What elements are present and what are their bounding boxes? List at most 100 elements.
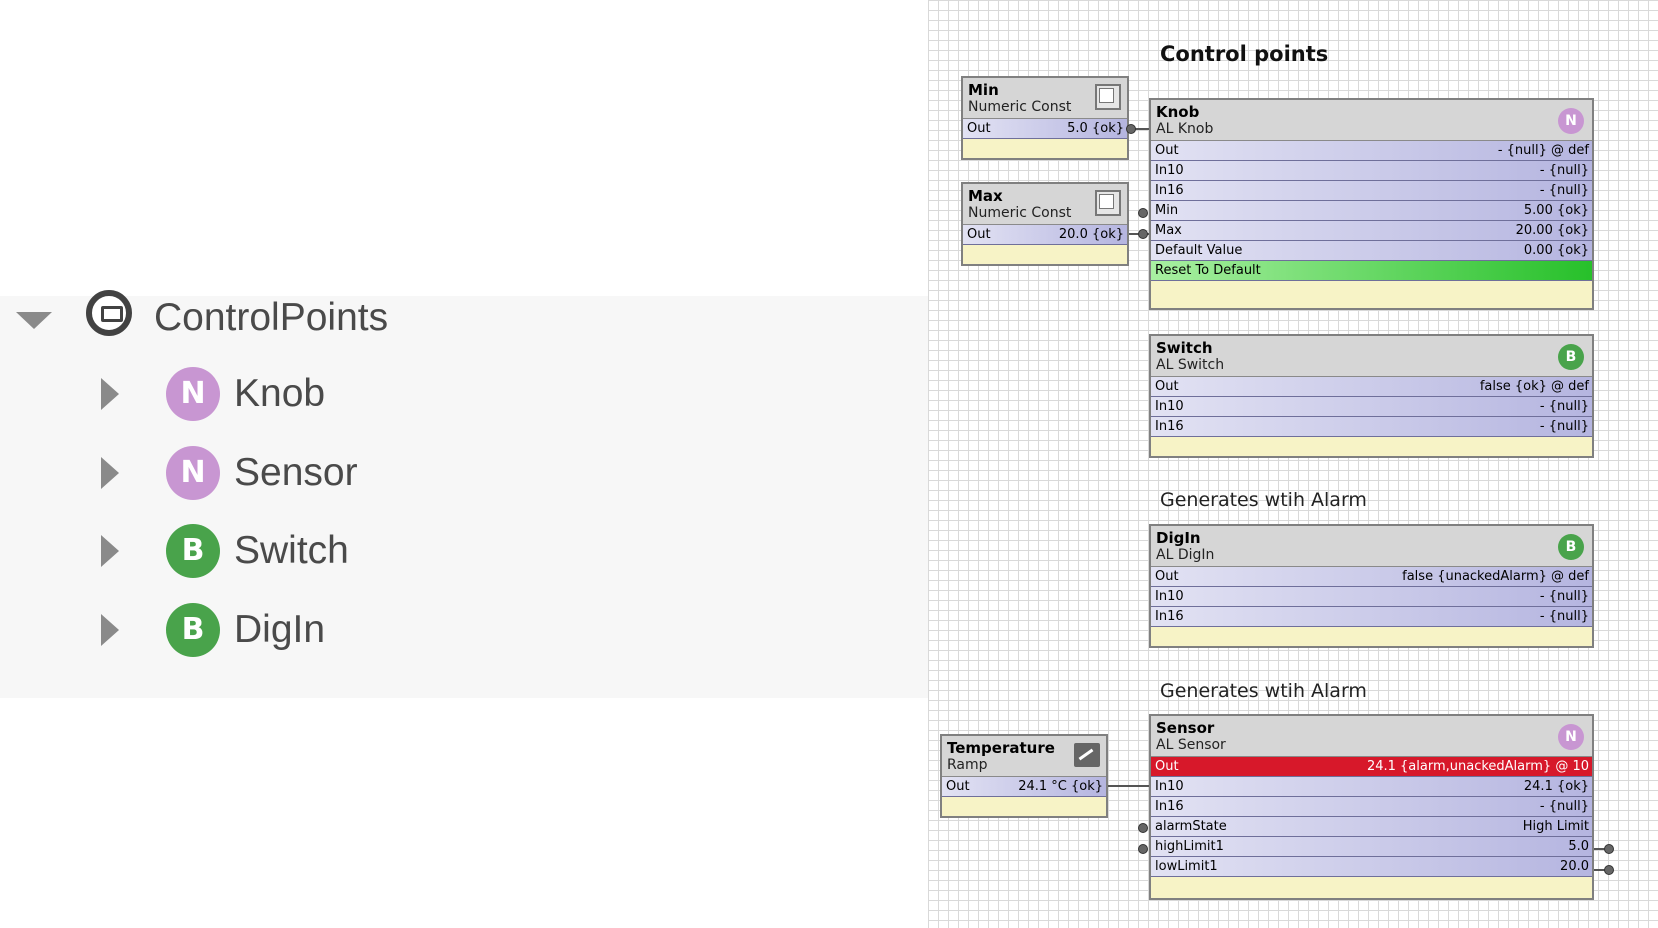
block-name: Knob — [1156, 103, 1200, 121]
slot-in16[interactable]: In16 - {null} — [1151, 607, 1592, 627]
slot-value: 24.1 {alarm,unackedAlarm} @ 10 — [1366, 759, 1589, 774]
slot-label: Default Value — [1155, 243, 1243, 258]
connector-knob[interactable] — [1138, 208, 1148, 218]
boolean-point-icon: B — [1558, 534, 1584, 560]
slot-value: - {null} — [1539, 589, 1589, 604]
slot-label: In10 — [1155, 779, 1184, 794]
slot-out[interactable]: Out- {null} @ def — [1151, 141, 1592, 161]
slot-in10[interactable]: In10- {null} — [1151, 397, 1592, 417]
block-name: Min — [968, 81, 999, 99]
slot-out-alarm[interactable]: Out 24.1 {alarm,unackedAlarm} @ 10 — [1151, 757, 1592, 777]
block-type: Numeric Const — [968, 205, 1072, 221]
slot-in10[interactable]: In10- {null} — [1151, 161, 1592, 181]
slot-value: 20.0 — [1560, 859, 1589, 874]
slot-label: Reset To Default — [1155, 263, 1261, 278]
slot-in16[interactable]: In16- {null} — [1151, 181, 1592, 201]
tree-node-switch[interactable]: B Switch — [0, 521, 928, 581]
tree-node-digin[interactable]: B DigIn — [0, 600, 928, 660]
boolean-point-icon: B — [166, 603, 220, 657]
slot-in16[interactable]: In16- {null} — [1151, 797, 1592, 817]
slot-label: lowLimit1 — [1155, 859, 1218, 874]
slot-low-limit1[interactable]: lowLimit1 20.0 — [1151, 857, 1592, 877]
block-name: Temperature — [947, 739, 1055, 757]
connector-knob[interactable] — [1126, 124, 1136, 134]
chevron-right-icon[interactable] — [101, 614, 119, 646]
chevron-down-icon[interactable] — [16, 312, 52, 329]
slot-label: alarmState — [1155, 819, 1227, 834]
slot-high-limit1[interactable]: highLimit1 5.0 — [1151, 837, 1592, 857]
slot-value: - {null} — [1539, 799, 1589, 814]
link-wire[interactable] — [1594, 869, 1608, 871]
block-type: AL Switch — [1156, 357, 1225, 373]
numeric-point-icon: N — [166, 446, 220, 500]
slot-value: 5.0 — [1568, 839, 1589, 854]
slot-value: 5.0 {ok} — [1067, 121, 1124, 136]
connector-knob[interactable] — [1138, 844, 1148, 854]
slot-value: 20.0 {ok} — [1058, 227, 1124, 242]
tree-node-label: Switch — [234, 529, 349, 572]
tree-node-sensor[interactable]: N Sensor — [0, 443, 928, 503]
ramp-icon — [1074, 743, 1100, 767]
slot-value: - {null} — [1539, 399, 1589, 414]
slot-value: - {null} — [1539, 419, 1589, 434]
block-name: Max — [968, 187, 1003, 205]
block-name: Switch — [1156, 339, 1213, 357]
chevron-right-icon[interactable] — [101, 457, 119, 489]
slot-label: Min — [1155, 203, 1179, 218]
link-wire[interactable] — [1108, 785, 1149, 787]
chevron-right-icon[interactable] — [101, 535, 119, 567]
numeric-point-icon: N — [166, 367, 220, 421]
knob-block[interactable]: Knob AL Knob N Out- {null} @ def In10- {… — [1149, 98, 1594, 310]
connector-knob[interactable] — [1604, 844, 1614, 854]
slot-value: 0.00 {ok} — [1523, 243, 1589, 258]
connector-knob[interactable] — [1138, 823, 1148, 833]
link-wire[interactable] — [1129, 128, 1149, 130]
slot-out[interactable]: Out 5.0 {ok} — [963, 119, 1127, 139]
slot-label: In16 — [1155, 419, 1184, 434]
slot-value: 20.00 {ok} — [1515, 223, 1589, 238]
tree-node-label: DigIn — [234, 608, 326, 651]
slot-value: false {ok} @ def — [1479, 379, 1589, 394]
slot-value: - {null} — [1539, 183, 1589, 198]
block-type: Ramp — [947, 757, 988, 773]
numeric-const-icon — [1095, 84, 1121, 110]
slot-value: - {null} — [1539, 609, 1589, 624]
tree-node-label: Sensor — [234, 451, 358, 494]
slot-in10[interactable]: In10- {null} — [1151, 587, 1592, 607]
slot-out[interactable]: Out false {unackedAlarm} @ def — [1151, 567, 1592, 587]
slot-value: false {unackedAlarm} @ def — [1402, 569, 1589, 584]
numeric-const-icon — [1095, 190, 1121, 216]
reset-to-default-action[interactable]: Reset To Default — [1151, 261, 1592, 281]
tree-node-knob[interactable]: N Knob — [0, 364, 928, 424]
slot-label: Out — [1155, 569, 1179, 584]
slot-label: highLimit1 — [1155, 839, 1224, 854]
numeric-point-icon: N — [1558, 724, 1584, 750]
slot-out[interactable]: Out 20.0 {ok} — [963, 225, 1127, 245]
slot-in16[interactable]: In16 - {null} — [1151, 417, 1592, 437]
temperature-block[interactable]: Temperature Ramp Out 24.1 °C {ok} — [940, 734, 1108, 818]
connector-knob[interactable] — [1604, 865, 1614, 875]
slot-label: Out — [1155, 143, 1179, 158]
slot-label: In16 — [1155, 609, 1184, 624]
block-name: DigIn — [1156, 529, 1201, 547]
slot-out[interactable]: Out 24.1 °C {ok} — [942, 777, 1106, 797]
link-wire[interactable] — [1594, 848, 1608, 850]
slot-default-value[interactable]: Default Value 0.00 {ok} — [1151, 241, 1592, 261]
slot-label: Out — [946, 779, 970, 794]
chevron-right-icon[interactable] — [101, 378, 119, 410]
min-block[interactable]: Min Numeric Const Out 5.0 {ok} — [961, 76, 1129, 160]
slot-label: Out — [1155, 759, 1179, 774]
max-block[interactable]: Max Numeric Const Out 20.0 {ok} — [961, 182, 1129, 266]
tree-node-label: Knob — [234, 372, 326, 415]
wire-sheet[interactable]: Control points Generates wtih Alarm Gene… — [928, 0, 1658, 928]
tree-node-controlpoints[interactable]: ControlPoints — [0, 290, 928, 356]
connector-knob[interactable] — [1138, 229, 1148, 239]
